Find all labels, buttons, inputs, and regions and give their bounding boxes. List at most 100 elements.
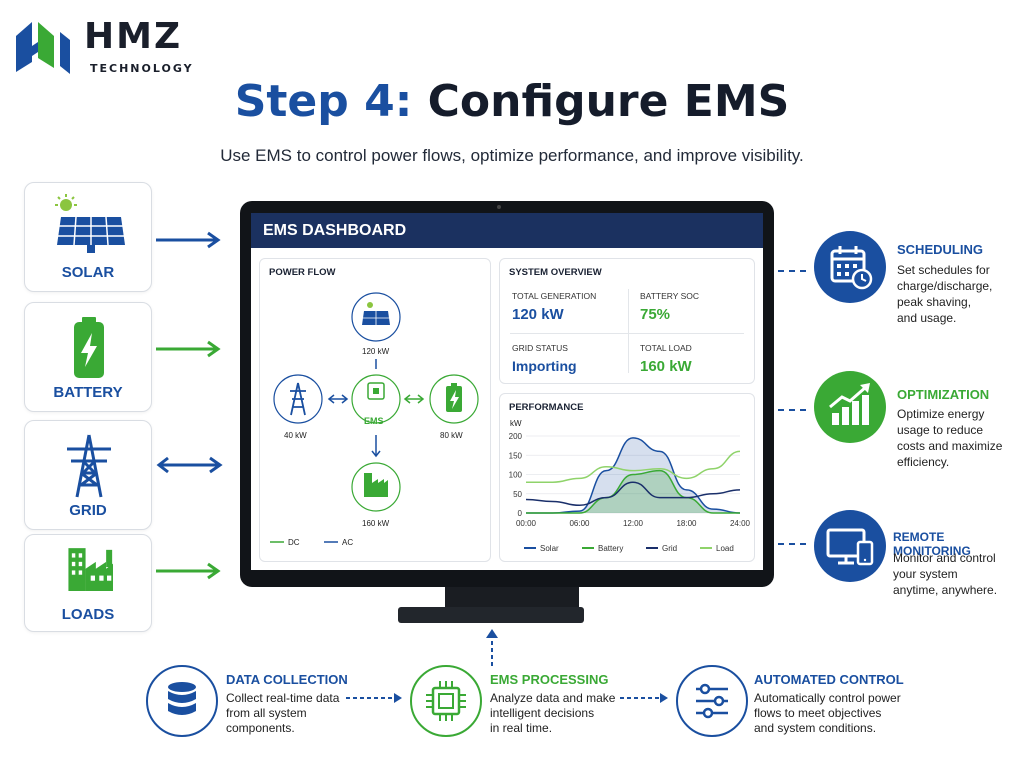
pf-chip-icon — [367, 382, 385, 400]
scheduling-text: Set schedules for charge/discharge, peak… — [897, 262, 992, 326]
data-collection-title: DATA COLLECTION — [226, 672, 348, 687]
pf-legend-dc: DC — [288, 538, 300, 547]
monitor-base — [398, 607, 584, 623]
x-tick-label: 12:00 — [623, 519, 644, 528]
data-collection-circle — [146, 665, 218, 737]
optimization-text: Optimize energy usage to reduce costs an… — [897, 406, 1002, 470]
pf-solar-icon — [362, 302, 390, 325]
overview-divider — [510, 333, 744, 334]
feature-connector-2 — [778, 409, 806, 411]
solar-panel-icon — [55, 194, 125, 253]
total-load-label: TOTAL LOAD — [640, 343, 692, 353]
sliders-icon — [696, 683, 728, 719]
factory-icon — [68, 548, 113, 591]
series-line-battery — [525, 469, 740, 514]
optimization-text-line: costs and maximize — [897, 439, 1003, 453]
pf-ems-label: EMS — [364, 416, 384, 426]
brand-subtitle: TECHNOLOGY — [90, 62, 194, 75]
feature-connector-1 — [778, 270, 806, 272]
monitor-stand — [445, 587, 579, 609]
total-generation-label: TOTAL GENERATION — [512, 291, 597, 301]
y-tick-label: 150 — [509, 451, 523, 460]
dashboard-screen: EMS DASHBOARD POWER FLOW — [251, 213, 763, 570]
battery-icon — [74, 317, 104, 378]
pf-battery-value: 80 kW — [440, 431, 463, 440]
remote-monitoring-text-line: your system — [893, 567, 958, 581]
pf-legend-ac: AC — [342, 538, 354, 547]
brand-name: HMZ — [84, 16, 183, 57]
automated-control-text: Automatically control power flows to mee… — [754, 691, 901, 736]
y-tick-label: 50 — [513, 490, 522, 499]
scheduling-title: SCHEDULING — [897, 242, 983, 257]
scheduling-text-line: charge/discharge, — [897, 279, 993, 293]
ems-processing-text-line: in real time. — [490, 721, 553, 735]
brand-logo: HMZ TECHNOLOGY — [10, 12, 210, 82]
title-main: Configure EMS — [427, 76, 790, 127]
series-area-battery — [526, 470, 740, 513]
scheduling-text-line: Set schedules for — [897, 263, 990, 277]
power-flow-diagram — [270, 292, 479, 543]
source-card-loads: LOADS — [24, 534, 152, 632]
feature-connector-3 — [778, 543, 806, 545]
series-line-load — [526, 450, 741, 483]
source-label-grid: GRID — [69, 502, 107, 519]
brand-mark-icon — [16, 22, 70, 74]
automated-control-circle — [676, 665, 748, 737]
solar-arrow-icon — [156, 231, 221, 249]
y-tick-label: 100 — [509, 471, 523, 480]
data-collection-text-line: components. — [226, 721, 295, 735]
total-generation-value: 120 kW — [512, 306, 564, 323]
process-arrow-2-icon — [620, 693, 668, 703]
ems-processing-text-line: intelligent decisions — [490, 706, 595, 720]
grid-bidirectional-arrow-icon — [156, 456, 223, 474]
automated-control-text-line: and system conditions. — [754, 721, 877, 735]
webcam-icon — [497, 205, 501, 209]
source-label-battery: BATTERY — [53, 384, 123, 401]
grid-status-label: GRID STATUS — [512, 343, 568, 353]
system-overview-panel: SYSTEM OVERVIEW TOTAL GENERATION 120 kW … — [499, 258, 755, 384]
remote-monitoring-text-line: anytime, anywhere. — [893, 583, 998, 597]
devices-icon — [826, 528, 874, 566]
pf-load-value: 160 kW — [362, 519, 390, 528]
legend-label: Solar — [540, 544, 559, 553]
legend-label: Load — [716, 544, 734, 553]
page-title: Step 4: Configure EMS — [0, 76, 1024, 127]
automated-control-title: AUTOMATED CONTROL — [754, 672, 904, 687]
data-collection-text-line: from all system — [226, 706, 307, 720]
power-flow-title: POWER FLOW — [269, 267, 336, 278]
up-arrow-icon — [486, 629, 498, 666]
remote-monitoring-text: Monitor and control your system anytime,… — [893, 550, 997, 598]
series-line-grid — [525, 481, 741, 507]
ems-processing-title: EMS PROCESSING — [490, 672, 609, 687]
y-tick-label: 0 — [518, 509, 523, 518]
battery-soc-value: 75% — [640, 306, 671, 323]
process-arrow-1-icon — [346, 693, 402, 703]
grid-status-value: Importing — [512, 358, 577, 374]
data-collection-text-line: Collect real-time data — [226, 691, 340, 705]
optimization-circle — [814, 371, 886, 443]
remote-monitoring-text-line: Monitor and control — [893, 551, 996, 565]
performance-ylabel: kW — [510, 419, 522, 428]
scheduling-text-line: peak shaving, — [897, 295, 972, 309]
legend-label: Grid — [662, 544, 677, 553]
transmission-tower-icon — [67, 434, 111, 498]
ems-processing-text-line: Analyze data and make — [490, 691, 616, 705]
source-card-battery: BATTERY — [24, 302, 152, 412]
pf-solar-value: 120 kW — [362, 347, 390, 356]
pf-grid-icon — [290, 382, 306, 416]
loads-arrow-icon — [156, 562, 221, 580]
dashboard-title: EMS DASHBOARD — [251, 213, 763, 248]
source-card-grid: GRID — [24, 420, 152, 530]
growth-chart-icon — [829, 383, 870, 425]
overview-title: SYSTEM OVERVIEW — [509, 267, 602, 278]
pf-battery-icon — [446, 383, 462, 412]
database-icon — [168, 682, 196, 715]
legend-label: Battery — [598, 544, 623, 553]
battery-arrow-icon — [156, 340, 221, 358]
source-card-solar: SOLAR — [24, 182, 152, 292]
optimization-title: OPTIMIZATION — [897, 387, 990, 402]
power-flow-panel: POWER FLOW — [259, 258, 491, 562]
ems-processing-text: Analyze data and make intelligent decisi… — [490, 691, 615, 736]
